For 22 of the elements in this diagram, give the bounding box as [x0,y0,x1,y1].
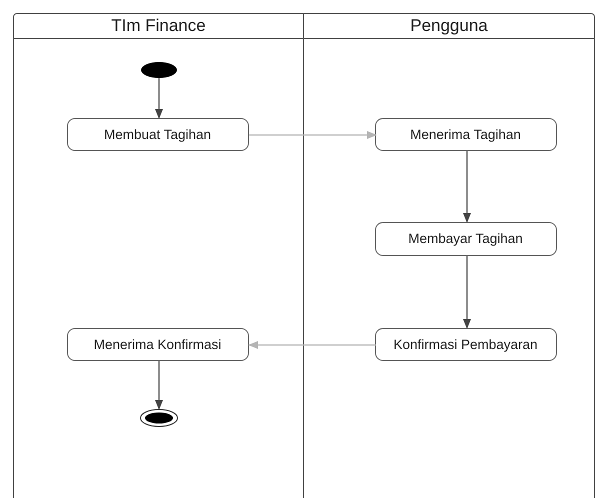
action-label: Konfirmasi Pembayaran [393,336,538,352]
lane-title: TIm Finance [111,16,206,36]
arrow [155,78,163,119]
action-box [374,222,556,256]
lane-title: Pengguna [410,16,488,36]
action-box [374,118,556,150]
action-box [66,118,248,150]
swimlane [13,13,304,498]
swimlane [304,13,595,498]
arrow [463,256,471,329]
arrow [155,361,163,410]
action-label: Menerima Tagihan [410,126,521,142]
final-node [140,408,178,426]
action-label: Membuat Tagihan [104,126,212,142]
arrow [249,131,377,139]
action-box [66,328,248,360]
action-label: Menerima Konfirmasi [94,336,222,352]
arrow [248,341,376,349]
arrow [463,151,471,223]
action-box [374,328,556,360]
initial-node [140,62,176,78]
action-label: Membayar Tagihan [408,231,523,246]
